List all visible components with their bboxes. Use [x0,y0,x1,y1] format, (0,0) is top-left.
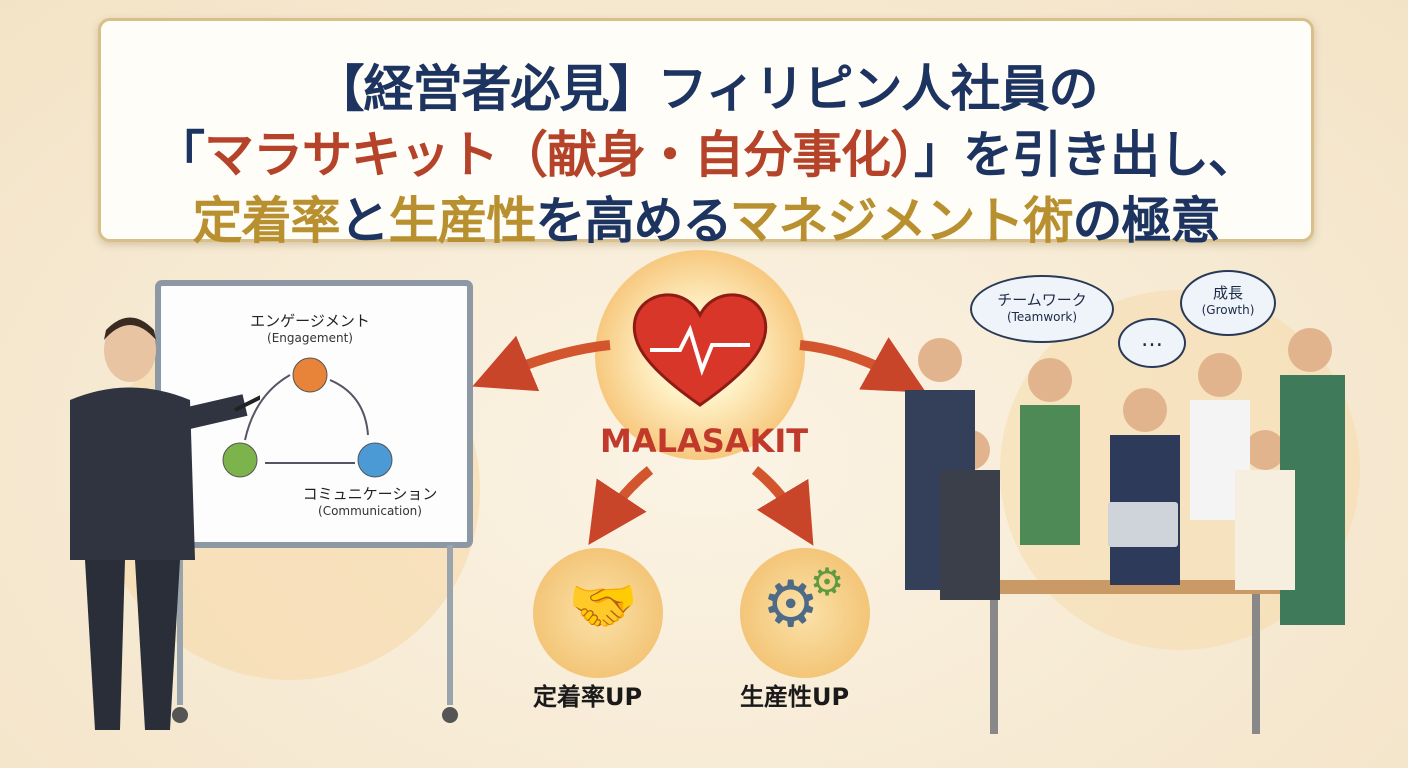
title-segment: マネジメント術 [729,192,1074,250]
title-segment: マラサキット（献身・自分事化） [204,126,915,184]
title-segment: を高める [535,192,731,250]
growth-bubble: 成長 (Growth) [1180,270,1276,336]
presenter-illustration [70,317,260,730]
team-illustration [905,328,1345,734]
gear-small-icon: ⚙ [810,560,845,604]
title-line-1: 【経営者必見】フィリピン人社員の [101,49,1311,121]
teamwork-en: (Teamwork) [1006,310,1078,324]
heart-icon [632,293,768,407]
handshake-badge: 🤝 [533,548,663,678]
title-banner: 【経営者必見】フィリピン人社員の 「マラサキット（献身・自分事化）」を引き出し、… [98,18,1314,250]
engagement-jp: エンゲージメント [250,312,370,330]
title-line-2: 「マラサキット（献身・自分事化）」を引き出し、 [101,115,1311,187]
communication-jp: コミュニケーション [302,485,438,503]
title-segment: 」を引き出し、 [914,126,1258,184]
title-segment: 「 [155,126,205,184]
title-segment: 【経営者必見】フィリピン人社員の [314,60,1099,118]
malasakit-label: MALASAKIT [600,422,809,460]
communication-label: コミュニケーション(Communication) [270,483,470,518]
engagement-en: (Engagement) [267,331,353,345]
title-segment: と [339,192,390,250]
title-segment: の極意 [1072,192,1221,250]
gears-badge: ⚙ ⚙ [740,548,870,678]
engagement-label: エンゲージメント(Engagement) [230,310,390,345]
title-segment: 生産性 [388,192,537,250]
retention-up-label: 定着率UP [533,683,643,711]
teamwork-jp: チームワーク [997,291,1087,309]
teamwork-bubble: チームワーク (Teamwork) [970,275,1114,343]
title-segment: 定着率 [192,192,341,250]
growth-jp: 成長 [1212,284,1243,302]
handshake-icon: 🤝 [568,574,638,639]
ellipsis-bubble: … [1118,318,1186,368]
communication-en: (Communication) [318,504,422,518]
gears-icon: ⚙ [762,568,820,642]
title-line-3: 定着率と生産性を高めるマネジメント術の極意 [101,181,1311,253]
growth-en: (Growth) [1201,303,1255,317]
productivity-up-label: 生産性UP [740,683,850,711]
